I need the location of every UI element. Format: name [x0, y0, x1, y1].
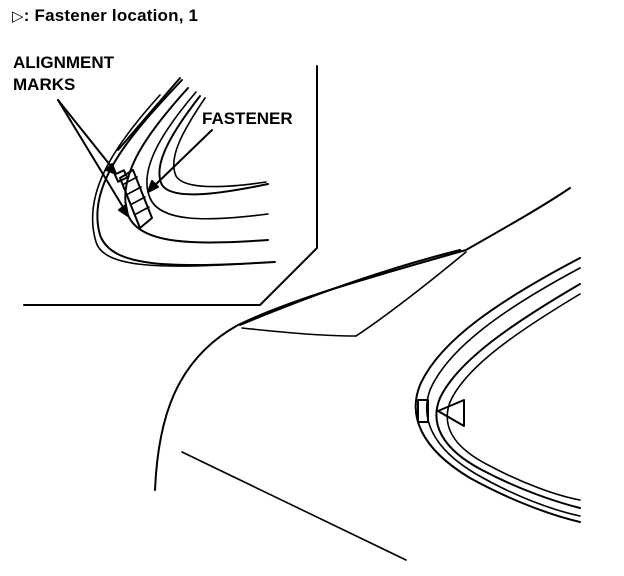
- detail-inset: [23, 65, 318, 306]
- trim-curve-6: [172, 97, 267, 188]
- trim-curve-4: [146, 91, 269, 220]
- vehicle-view: [154, 187, 581, 561]
- window-trim-1: [414, 257, 581, 523]
- fastener-location-mark: [417, 399, 429, 423]
- fastener-label: FASTENER: [202, 109, 293, 128]
- figure-caption: ▷: Fastener location, 1: [12, 6, 198, 26]
- triangle-pointer-icon: ▷: [12, 8, 24, 25]
- window-trim-3: [435, 283, 581, 509]
- fastener-location-triangle-icon: [437, 399, 465, 427]
- arrowhead-align-1: [105, 163, 117, 175]
- window-trim-4: [446, 293, 581, 501]
- trim-edge-top: [117, 77, 181, 151]
- window-trim-2: [425, 267, 581, 517]
- trim-curve-5: [158, 95, 269, 196]
- trim-curve-1: [96, 79, 276, 267]
- alignment-marks-label-line1: ALIGNMENT: [13, 53, 115, 72]
- roof-crease: [241, 327, 357, 337]
- fastener-body: [119, 169, 153, 229]
- roof-edge: [239, 249, 461, 326]
- body-side-line: [181, 451, 407, 561]
- fastener-clip: [113, 169, 153, 229]
- alignment-marks-label-line2: MARKS: [13, 75, 76, 94]
- arrowhead-align-2: [118, 204, 129, 217]
- alignment-marks-label: ALIGNMENT MARKS: [13, 52, 114, 96]
- fastener-head: [113, 169, 129, 183]
- inset-frame: [23, 65, 318, 306]
- roof-crease-2: [355, 251, 467, 337]
- body-outline: [154, 187, 571, 491]
- caption-text: : Fastener location, 1: [23, 6, 199, 25]
- alignment-leaders: [57, 99, 129, 217]
- trim-curve-2: [91, 94, 271, 267]
- arrowhead-fastener: [147, 180, 159, 193]
- fastener-leader: [147, 129, 213, 193]
